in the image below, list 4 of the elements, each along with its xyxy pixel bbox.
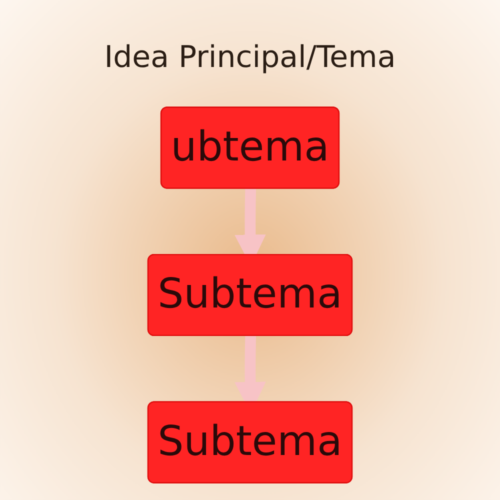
topic-box: Subtema: [147, 254, 353, 336]
diagram-title: Idea Principal/Tema: [103, 40, 397, 75]
topic-box: ubtema: [160, 106, 340, 189]
topic-box: Subtema: [147, 401, 353, 484]
